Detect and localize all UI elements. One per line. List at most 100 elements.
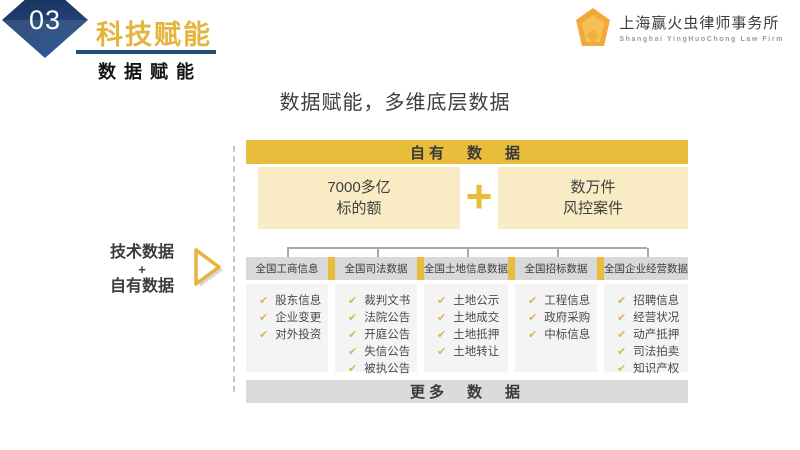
list-item-label: 司法拍卖: [633, 346, 680, 358]
column-body: ✔ 土地公示 ✔ 土地成交 ✔ 土地抵押 ✔ 土地转让: [424, 284, 508, 372]
list-item-label: 知识产权: [633, 363, 680, 375]
list-item-label: 动产抵押: [633, 329, 680, 341]
list-item: ✔ 土地抵押: [437, 327, 506, 344]
list-item: ✔ 企业变更: [259, 310, 326, 327]
list-item-label: 法院公告: [364, 312, 411, 324]
column-body: ✔ 裁判文书 ✔ 法院公告 ✔ 开庭公告 ✔ 失信公告 ✔ 被执公告: [335, 284, 417, 375]
list-item: ✔ 经营状况: [617, 310, 686, 327]
column-header: 全国司法数据: [335, 257, 417, 280]
list-item: ✔ 裁判文书: [348, 293, 415, 310]
section-number: 03: [28, 4, 62, 35]
firm-name-en: Shanghai YingHuoChong Law Firm: [619, 35, 784, 43]
check-icon: ✔: [348, 329, 358, 341]
bracket-connector: [246, 229, 688, 257]
check-icon: ✔: [259, 295, 269, 307]
data-column: 全国司法数据 ✔ 裁判文书 ✔ 法院公告 ✔ 开庭公告 ✔ 失信公告 ✔ 被执公…: [335, 257, 417, 375]
list-item-label: 政府采购: [544, 312, 591, 324]
data-column: 全国招标数据 ✔ 工程信息 ✔ 政府采购 ✔ 中标信息: [515, 257, 597, 372]
list-item-label: 土地公示: [453, 295, 500, 307]
list-item: ✔ 招聘信息: [617, 293, 686, 310]
check-icon: ✔: [348, 312, 358, 324]
list-item: ✔ 工程信息: [528, 293, 595, 310]
list-item-label: 土地转让: [453, 346, 500, 358]
list-item: ✔ 土地成交: [437, 310, 506, 327]
own-box-line2: 标的额: [336, 200, 382, 217]
column-body: ✔ 招聘信息 ✔ 经营状况 ✔ 动产抵押 ✔ 司法拍卖 ✔ 知识产权: [604, 284, 688, 375]
check-icon: ✔: [528, 312, 538, 324]
firm-logo: 上海赢火虫律师事务所 Shanghai YingHuoChong Law Fir…: [575, 7, 784, 47]
list-item-label: 招聘信息: [633, 295, 680, 307]
data-columns-area: 全国工商信息 ✔ 股东信息 ✔ 企业变更 ✔ 对外投资 全国司法数据 ✔ 裁判文…: [246, 257, 688, 375]
check-icon: ✔: [528, 295, 538, 307]
more-data-bar: 更多 数 据: [246, 380, 688, 403]
arrow-right-icon: [194, 248, 223, 287]
section-subtitle: 数据赋能: [98, 62, 202, 82]
check-icon: ✔: [348, 346, 358, 358]
list-item-label: 土地抵押: [453, 329, 500, 341]
own-data-bar: 自有 数 据: [246, 140, 688, 164]
list-item-label: 股东信息: [275, 295, 322, 307]
column-body: ✔ 工程信息 ✔ 政府采购 ✔ 中标信息: [515, 284, 597, 372]
data-column: 全国企业经营数据 ✔ 招聘信息 ✔ 经营状况 ✔ 动产抵押 ✔ 司法拍卖 ✔ 知…: [604, 257, 688, 375]
check-icon: ✔: [348, 363, 358, 375]
list-item: ✔ 政府采购: [528, 310, 595, 327]
data-column: 全国土地信息数据 ✔ 土地公示 ✔ 土地成交 ✔ 土地抵押 ✔ 土地转让: [424, 257, 508, 372]
bracket-tick: [377, 248, 379, 257]
check-icon: ✔: [437, 312, 447, 324]
bracket-tick: [557, 248, 559, 257]
list-item: ✔ 中标信息: [528, 327, 595, 344]
list-item: ✔ 土地公示: [437, 293, 506, 310]
check-icon: ✔: [259, 329, 269, 341]
list-item: ✔ 法院公告: [348, 310, 415, 327]
check-icon: ✔: [348, 295, 358, 307]
list-item-label: 土地成交: [453, 312, 500, 324]
list-item: ✔ 股东信息: [259, 293, 326, 310]
list-item: ✔ 开庭公告: [348, 327, 415, 344]
check-icon: ✔: [617, 295, 627, 307]
list-item: ✔ 司法拍卖: [617, 344, 686, 361]
bracket-tick: [467, 248, 469, 257]
list-item-label: 失信公告: [364, 346, 411, 358]
own-data-row: 7000多亿 标的额 + 数万件 风控案件: [246, 167, 688, 229]
own-box-line1: 7000多亿: [327, 179, 391, 196]
own-data-box-amount: 7000多亿 标的额: [258, 167, 460, 229]
list-item-label: 裁判文书: [364, 295, 411, 307]
logo-text: 上海赢火虫律师事务所 Shanghai YingHuoChong Law Fir…: [619, 12, 784, 43]
list-item-label: 被执公告: [364, 363, 411, 375]
column-header: 全国土地信息数据: [424, 257, 508, 280]
data-column: 全国工商信息 ✔ 股东信息 ✔ 企业变更 ✔ 对外投资: [246, 257, 328, 372]
bracket-tick: [647, 248, 649, 257]
left-label-line1: 技术数据: [109, 244, 174, 261]
column-header: 全国招标数据: [515, 257, 597, 280]
list-item-label: 对外投资: [275, 329, 322, 341]
left-label: 技术数据 + 自有数据: [96, 243, 188, 296]
column-header: 全国企业经营数据: [604, 257, 688, 280]
list-item-label: 企业变更: [275, 312, 322, 324]
bracket-tick: [287, 248, 289, 257]
data-columns-grid: 全国工商信息 ✔ 股东信息 ✔ 企业变更 ✔ 对外投资 全国司法数据 ✔ 裁判文…: [246, 257, 688, 375]
check-icon: ✔: [259, 312, 269, 324]
page-title: 数据赋能，多维底层数据: [279, 92, 511, 114]
list-item: ✔ 知识产权: [617, 361, 686, 378]
check-icon: ✔: [437, 346, 447, 358]
check-icon: ✔: [617, 312, 627, 324]
list-item: ✔ 对外投资: [259, 327, 326, 344]
list-item: ✔ 土地转让: [437, 344, 506, 361]
own-box-line1: 数万件: [570, 179, 616, 196]
column-header: 全国工商信息: [246, 257, 328, 280]
own-box-line2: 风控案件: [562, 200, 623, 217]
title-underline: [76, 50, 216, 54]
column-body: ✔ 股东信息 ✔ 企业变更 ✔ 对外投资: [246, 284, 328, 372]
data-diagram: 自有 数 据 7000多亿 标的额 + 数万件 风控案件 全国工商信息: [246, 140, 688, 403]
list-item-label: 中标信息: [544, 329, 591, 341]
firm-name-cn: 上海赢火虫律师事务所: [619, 14, 780, 32]
check-icon: ✔: [617, 363, 627, 375]
list-item: ✔ 被执公告: [348, 361, 415, 378]
check-icon: ✔: [528, 329, 538, 341]
list-item-label: 经营状况: [633, 312, 680, 324]
check-icon: ✔: [617, 329, 627, 341]
check-icon: ✔: [437, 329, 447, 341]
section-title: 科技赋能: [96, 20, 212, 50]
left-label-line3: 自有数据: [109, 278, 174, 295]
